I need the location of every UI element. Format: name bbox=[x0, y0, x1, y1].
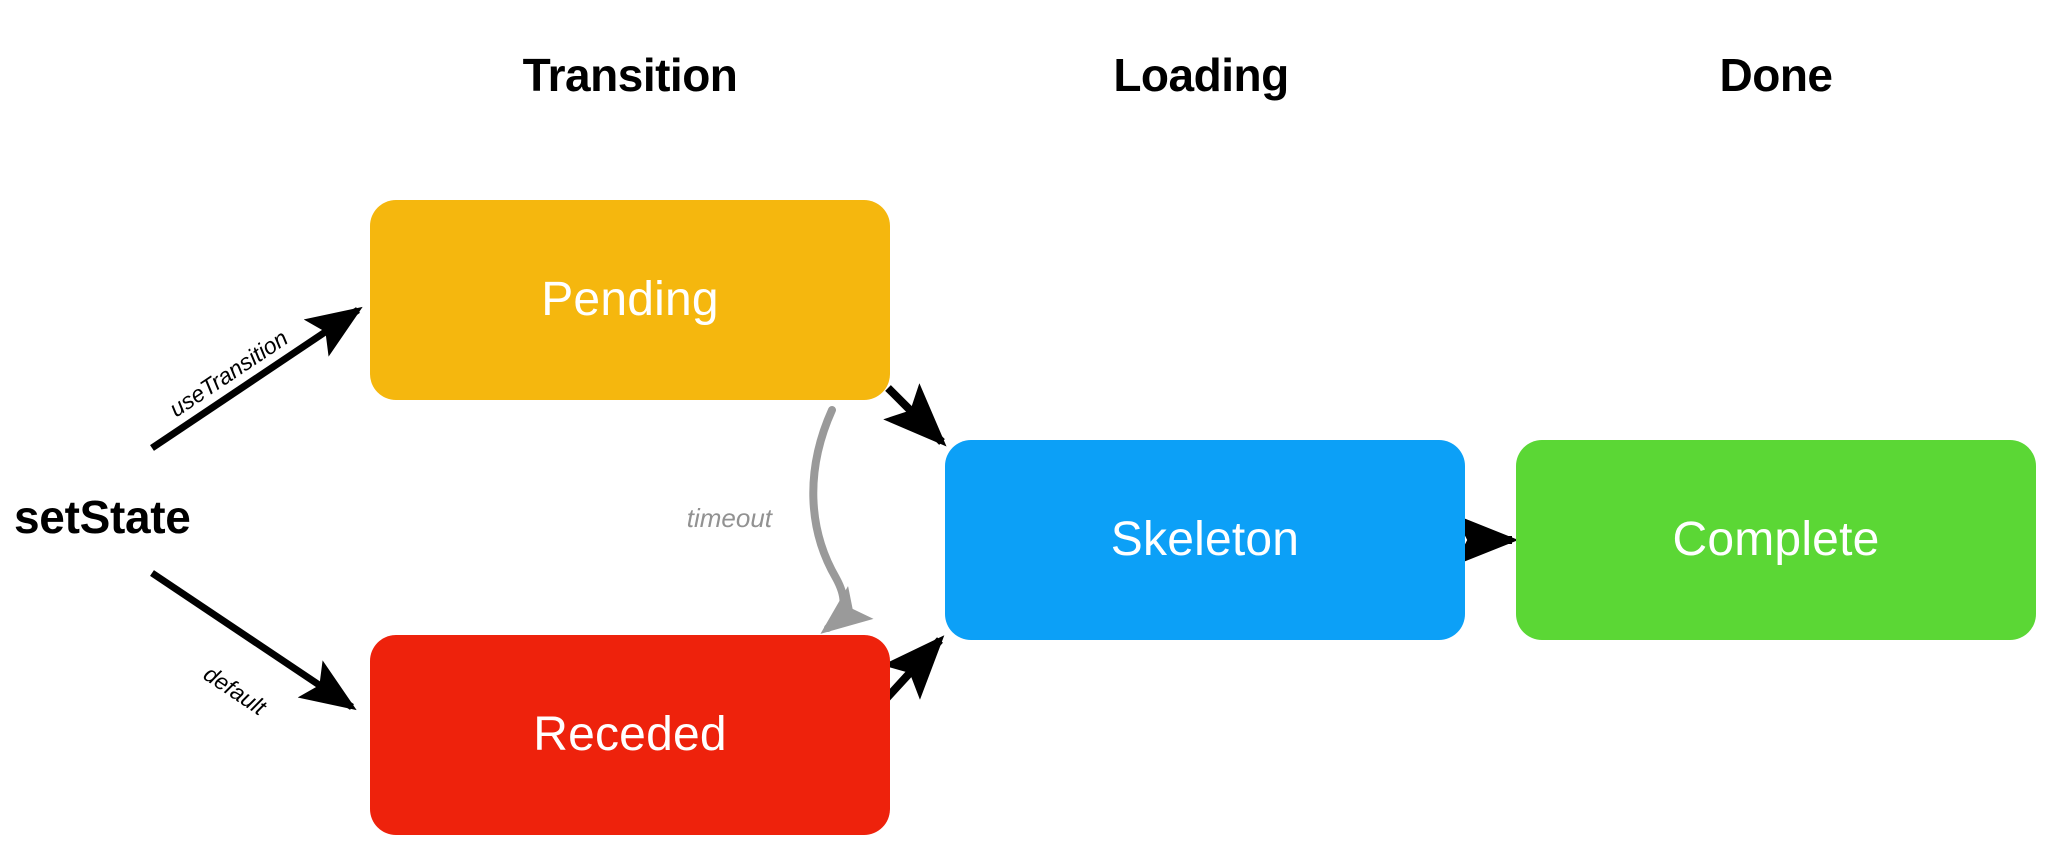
state-node-pending-label: Pending bbox=[541, 273, 719, 326]
edge-label-default: default bbox=[199, 660, 271, 721]
edge-receded-to-skeleton bbox=[882, 635, 945, 703]
state-node-complete[interactable]: Complete bbox=[1516, 440, 2036, 640]
column-header-loading: Loading bbox=[1113, 49, 1289, 101]
edge-label-timeout: timeout bbox=[686, 503, 772, 533]
column-header-transition: Transition bbox=[522, 49, 738, 101]
edge-pending-to-skeleton bbox=[883, 383, 947, 447]
column-header-done: Done bbox=[1719, 49, 1834, 101]
origin-setstate-label: setState bbox=[14, 491, 191, 543]
state-node-skeleton-label: Skeleton bbox=[1110, 513, 1300, 566]
edge-label-usetransition: useTransition bbox=[164, 324, 293, 422]
edge-pending-to-receded-timeout bbox=[809, 406, 874, 634]
state-node-receded-label: Receded bbox=[533, 708, 727, 761]
state-node-receded[interactable]: Receded bbox=[370, 635, 890, 835]
state-node-pending[interactable]: Pending bbox=[370, 200, 890, 400]
edge-setstate-to-pending bbox=[150, 306, 363, 451]
state-node-complete-label: Complete bbox=[1672, 513, 1880, 566]
state-node-skeleton[interactable]: Skeleton bbox=[945, 440, 1465, 640]
